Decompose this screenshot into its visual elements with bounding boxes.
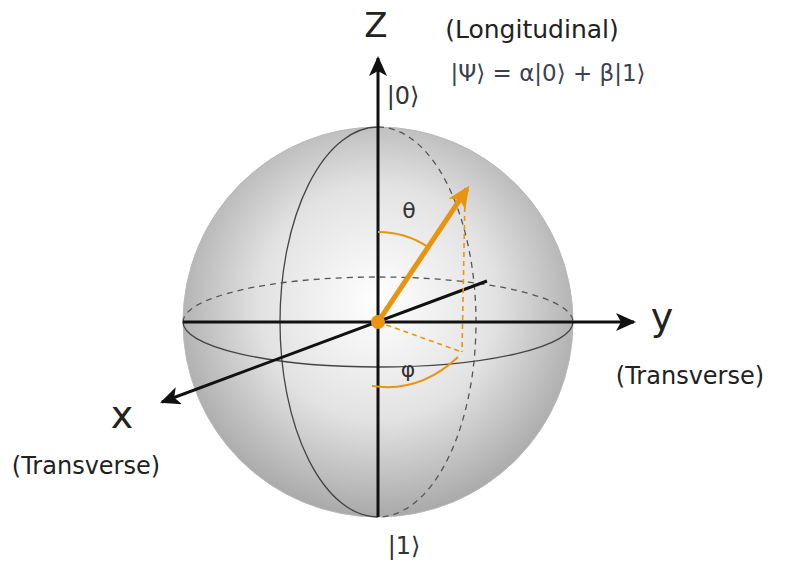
- state-formula: |Ψ⟩ = α|0⟩ + β|1⟩: [450, 61, 645, 86]
- axis-label: x: [111, 395, 134, 437]
- x-axis: [162, 281, 487, 402]
- z-axis: [377, 58, 380, 517]
- state-label: |1⟩: [388, 533, 421, 559]
- angle-label: φ: [401, 358, 416, 382]
- state-label: |0⟩: [387, 83, 420, 109]
- origin-dot: [371, 315, 385, 329]
- y-axis: [183, 321, 634, 324]
- projection-line: [378, 322, 462, 352]
- axis-label: Z: [364, 7, 387, 44]
- theta-arc: [378, 232, 428, 247]
- projection-line: [462, 198, 465, 352]
- state-vector: [378, 189, 467, 322]
- axis-caption: (Transverse): [616, 363, 764, 389]
- phi-arc: [372, 357, 458, 387]
- axis-caption: (Longitudinal): [445, 16, 619, 44]
- angle-label: θ: [402, 199, 415, 223]
- axis-caption: (Transverse): [12, 453, 160, 479]
- axis-label: y: [651, 297, 674, 339]
